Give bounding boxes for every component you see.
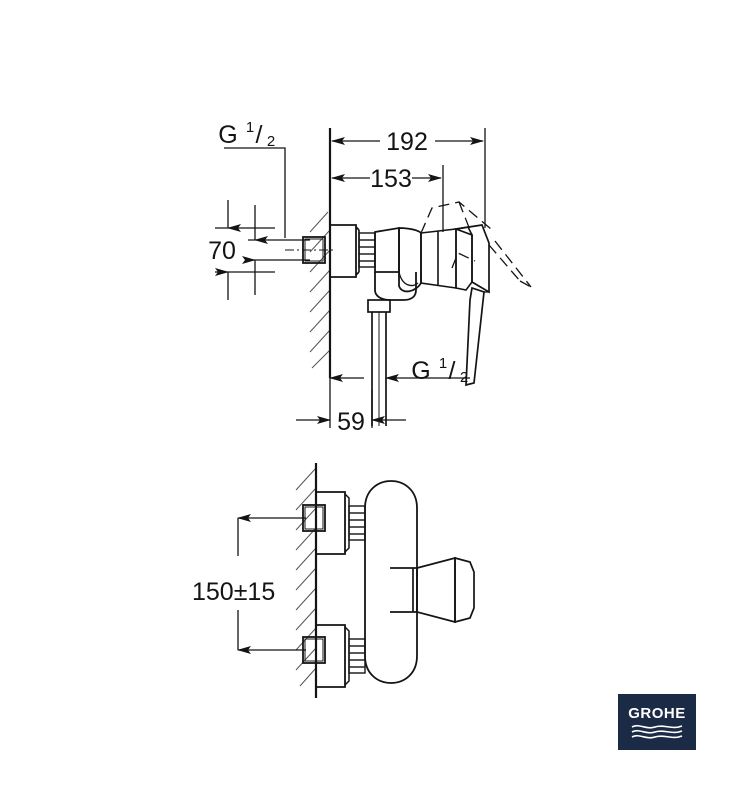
mixer-body-front [364,480,418,684]
thread-label-inlet: G 1 / 2 [218,119,275,150]
thread-label-inlet-denominator: 2 [267,133,275,150]
lever-handle-side [452,224,490,387]
union-nut-upper-front [348,505,366,541]
thread-label-inlet-numerator: 1 [246,119,254,136]
dimension-192 [329,128,486,228]
thread-label-outlet-numerator: 1 [439,355,447,372]
thread-label-inlet-prefix: G [218,121,237,149]
grohe-logo: GROHE [618,694,696,750]
thread-label-outlet: G 1 / 2 [411,355,468,386]
lever-handle-front [390,556,475,624]
wall-hatching-front-view [295,467,317,687]
escutcheon-lower-front [316,624,350,688]
lever-handle-ghost-side [420,201,532,288]
dimension-label-150pm15: 150±15 [192,578,275,606]
dimension-150pm15 [237,514,306,654]
thread-label-inlet-slash: / [256,121,263,149]
dimension-70 [215,200,310,300]
thread-label-outlet-denominator: 2 [460,369,468,386]
escutcheon-upper-front [316,491,350,555]
dimension-59 [296,378,406,428]
grohe-wave-icon [631,724,683,739]
dimension-label-70: 70 [208,237,236,265]
wall-hatching-side-view [309,211,331,369]
thread-label-leader-upper [224,147,286,238]
mixer-body-side [374,226,422,301]
escutcheon-plate-side [330,224,360,278]
dimension-label-153: 153 [370,165,412,193]
outlet-pipe-side [367,299,391,426]
dimension-label-192: 192 [386,128,428,156]
thread-label-outlet-prefix: G [411,357,430,385]
thread-label-outlet-slash: / [449,357,456,385]
cartridge-housing-side [420,226,473,291]
dimension-label-59: 59 [337,408,365,436]
union-nut-side [358,232,376,268]
grohe-wordmark: GROHE [628,704,686,722]
dimension-153 [331,165,444,232]
union-nut-lower-front [348,638,366,674]
